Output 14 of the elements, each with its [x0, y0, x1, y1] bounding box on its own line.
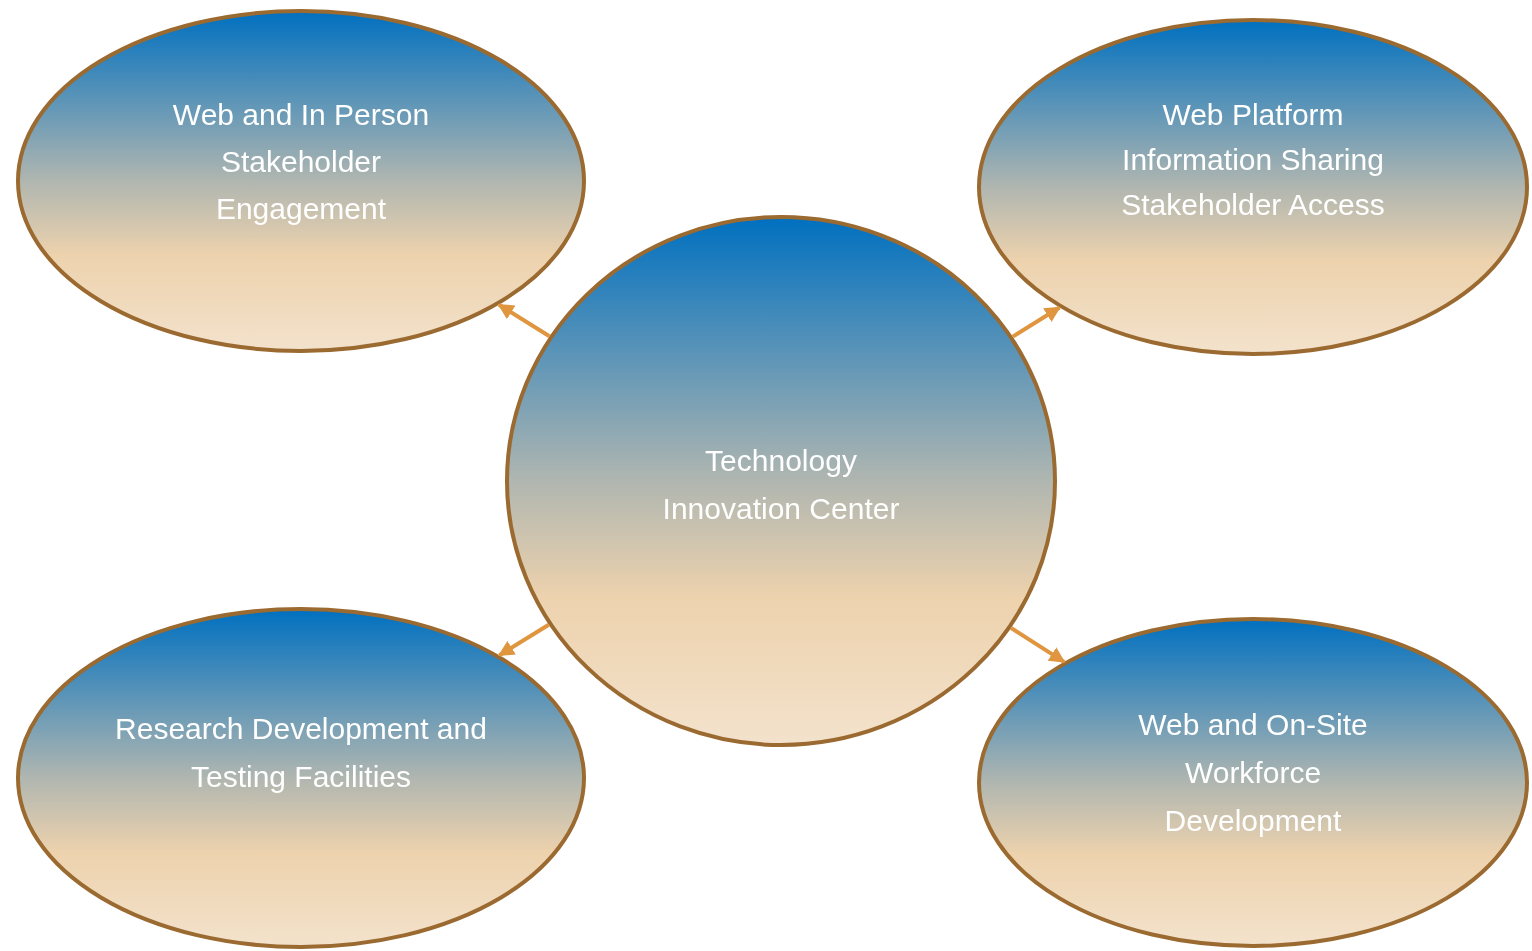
node-label: Web and In Person Stakeholder Engagement: [171, 97, 431, 227]
ellipse-node: [16, 607, 586, 949]
node-label: Web Platform Information Sharing Stakeholder Access: [1120, 97, 1386, 223]
arrow: [498, 623, 550, 657]
ellipse-node: [977, 18, 1529, 356]
circle-node: [505, 215, 1057, 747]
ellipse-node: [977, 617, 1529, 948]
ellipse-node: [16, 9, 586, 353]
arrow: [1011, 305, 1061, 339]
node-label: Technology Innovation Center: [661, 443, 901, 527]
arrow: [1009, 626, 1066, 664]
node-label: Web and On-Site Workforce Development: [1137, 707, 1369, 839]
node-label: Research Development and Testing Facilities: [114, 711, 488, 795]
arrow: [497, 303, 551, 338]
